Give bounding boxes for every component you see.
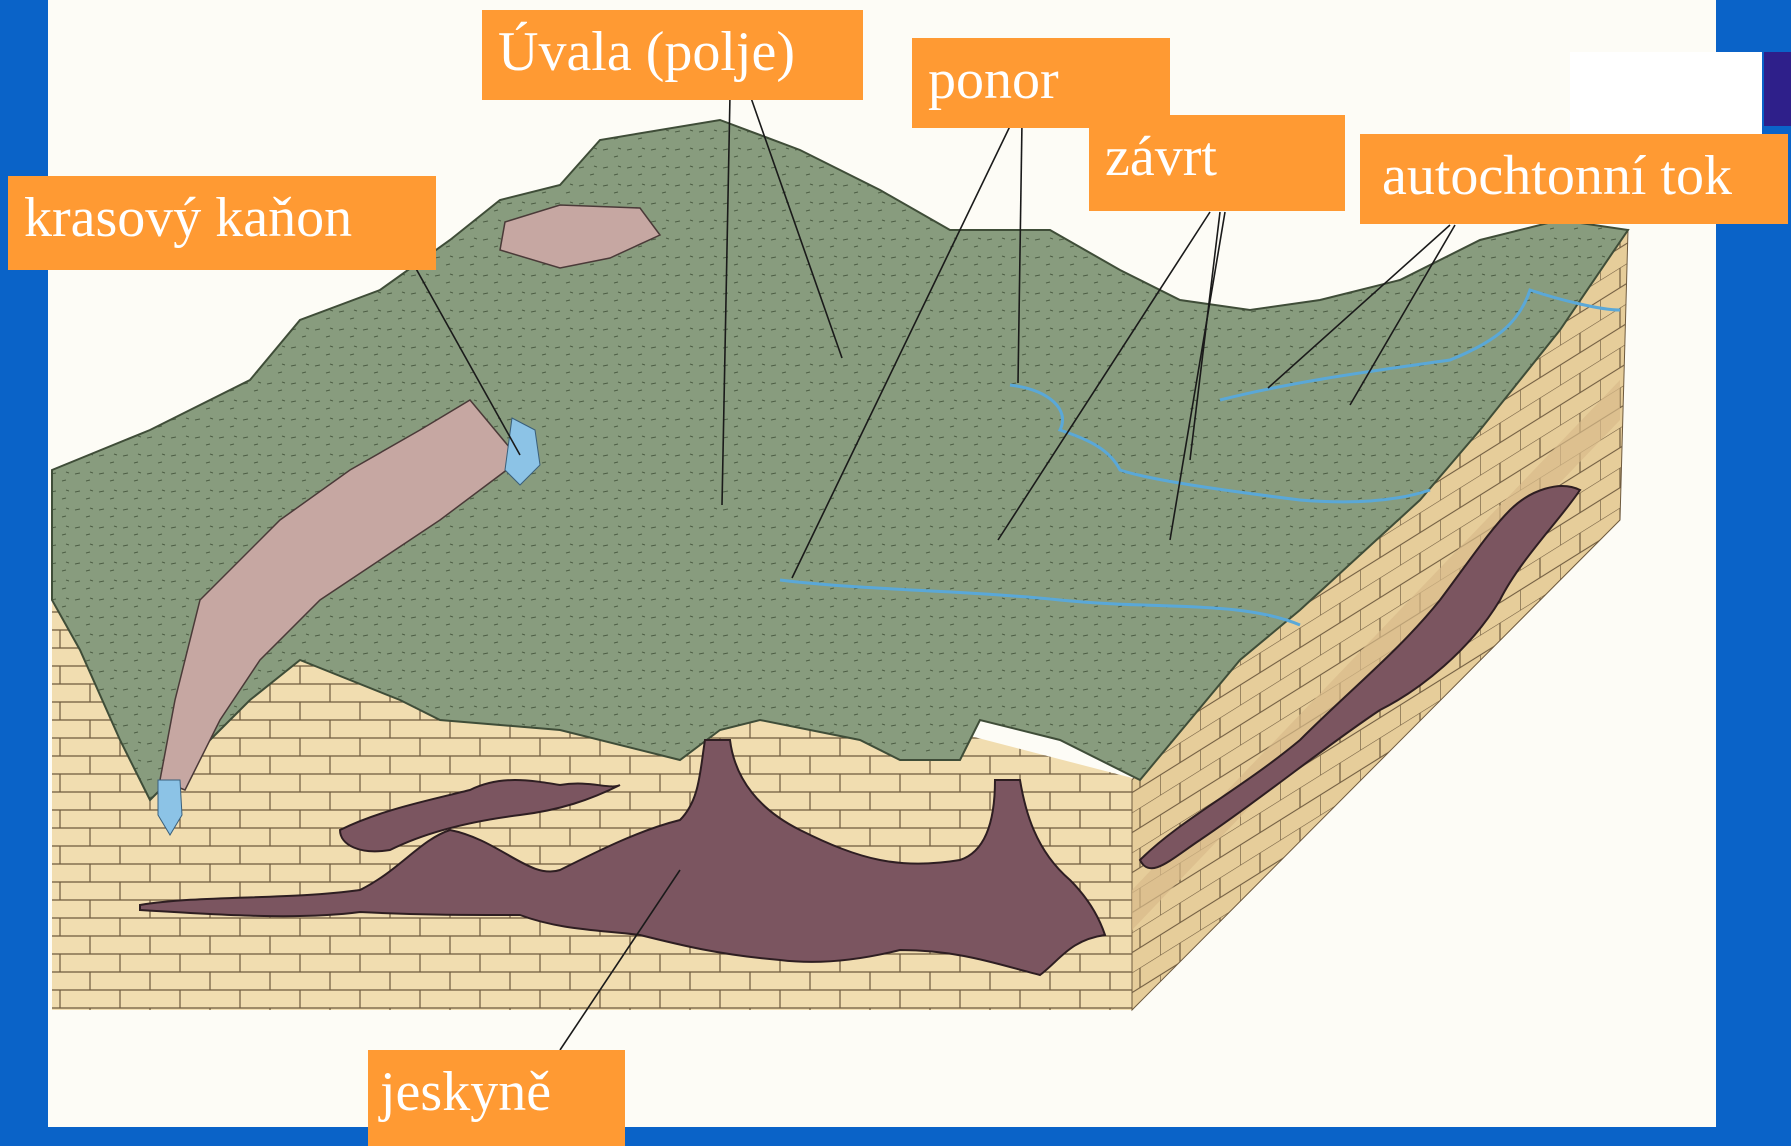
- label-uvala: Úvala (polje): [482, 10, 863, 100]
- label-jeskyne: jeskyně: [368, 1050, 625, 1146]
- label-autochtonni-tok: autochtonní tok: [1360, 134, 1788, 224]
- label-krasovy-kanon: krasový kaňon: [8, 176, 436, 270]
- label-zavrt: závrt: [1089, 115, 1345, 211]
